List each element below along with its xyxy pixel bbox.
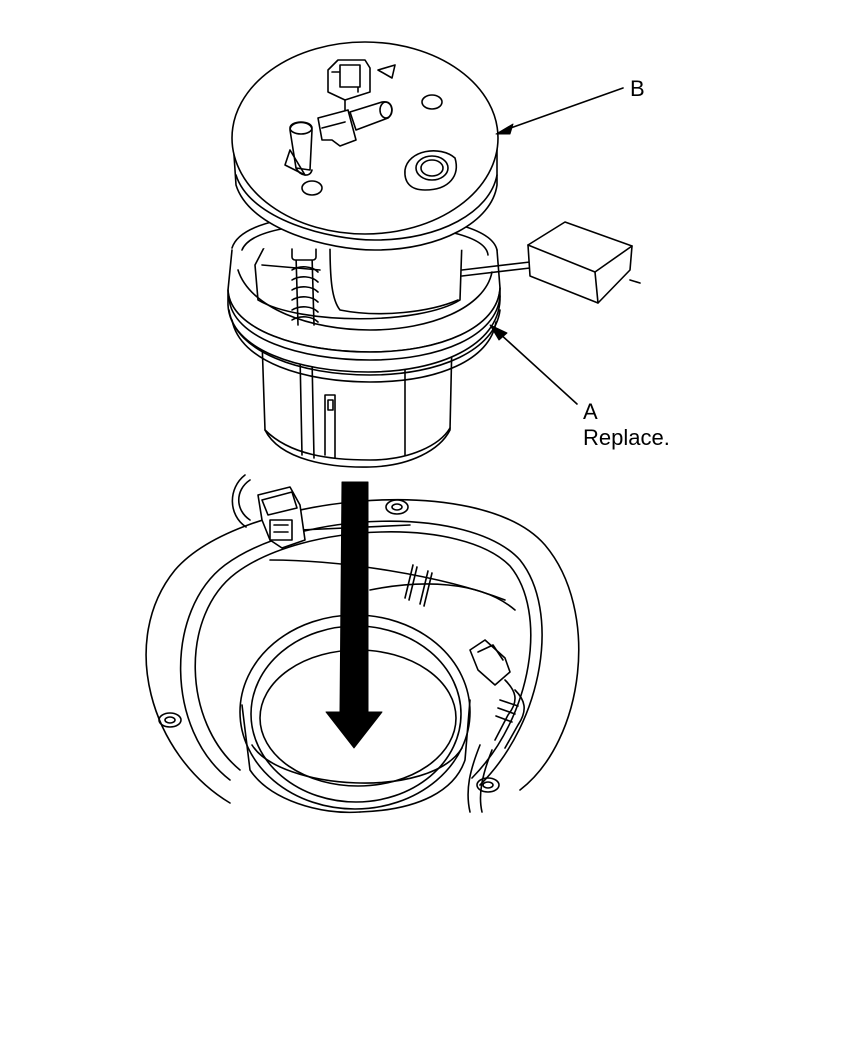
tank-slot-2 — [408, 566, 418, 601]
callout-leader-b — [495, 87, 624, 135]
callout-label-a: A — [583, 399, 598, 424]
tank-slot-3 — [419, 570, 429, 605]
flange-bolt-right — [476, 777, 500, 793]
pump-frame-bowl — [329, 244, 459, 315]
o-ring-inner-lip — [237, 269, 493, 331]
tank-flange-inner-2 — [194, 531, 532, 779]
tank-slot-4 — [423, 572, 433, 607]
down-arrow-icon — [325, 481, 383, 749]
callout-label-b: B — [630, 76, 645, 101]
flange-fuel-outlet — [317, 101, 393, 147]
flange-vent-pipe — [284, 121, 313, 176]
callout-leader-a — [489, 324, 578, 405]
pump-canister-rib-2 — [311, 357, 315, 459]
o-ring-bottom — [231, 319, 497, 383]
tank-flange-inner — [179, 520, 543, 786]
flange-hole-2 — [301, 180, 323, 196]
pump-canister-notch — [324, 394, 336, 459]
tank-baffle-line-2 — [369, 583, 516, 611]
o-ring-groove-1 — [228, 295, 501, 361]
flange-bolt-top — [385, 499, 409, 515]
flange-hole-1 — [421, 94, 443, 110]
tank-neck-wall-right — [359, 699, 471, 813]
flange-electrical-connector — [327, 59, 396, 113]
flange-side-lower — [235, 174, 498, 241]
flange-bolt-left — [158, 712, 182, 728]
callout-note-a: Replace. — [583, 425, 670, 450]
pump-guide-spring — [291, 244, 319, 326]
tank-neck-wall-left — [241, 704, 361, 814]
flange-port — [404, 150, 457, 191]
tank-harness-connector-right — [467, 639, 525, 813]
tank-slot-1 — [404, 564, 414, 599]
fuel-pump-body — [254, 229, 463, 468]
tank-neck-lower-ring — [251, 744, 463, 784]
fuel-level-float — [461, 221, 641, 304]
tank-harness-connector-left — [231, 474, 411, 549]
pump-frame-crossbar — [261, 264, 321, 271]
tank-baffle-line — [269, 559, 506, 601]
pump-canister-rib-1 — [299, 354, 303, 456]
pump-flange-plate — [231, 41, 499, 251]
o-ring-groove-2 — [228, 309, 501, 376]
pump-canister-tab — [327, 399, 334, 411]
pump-canister-base — [264, 427, 451, 461]
flange-top — [231, 41, 499, 235]
